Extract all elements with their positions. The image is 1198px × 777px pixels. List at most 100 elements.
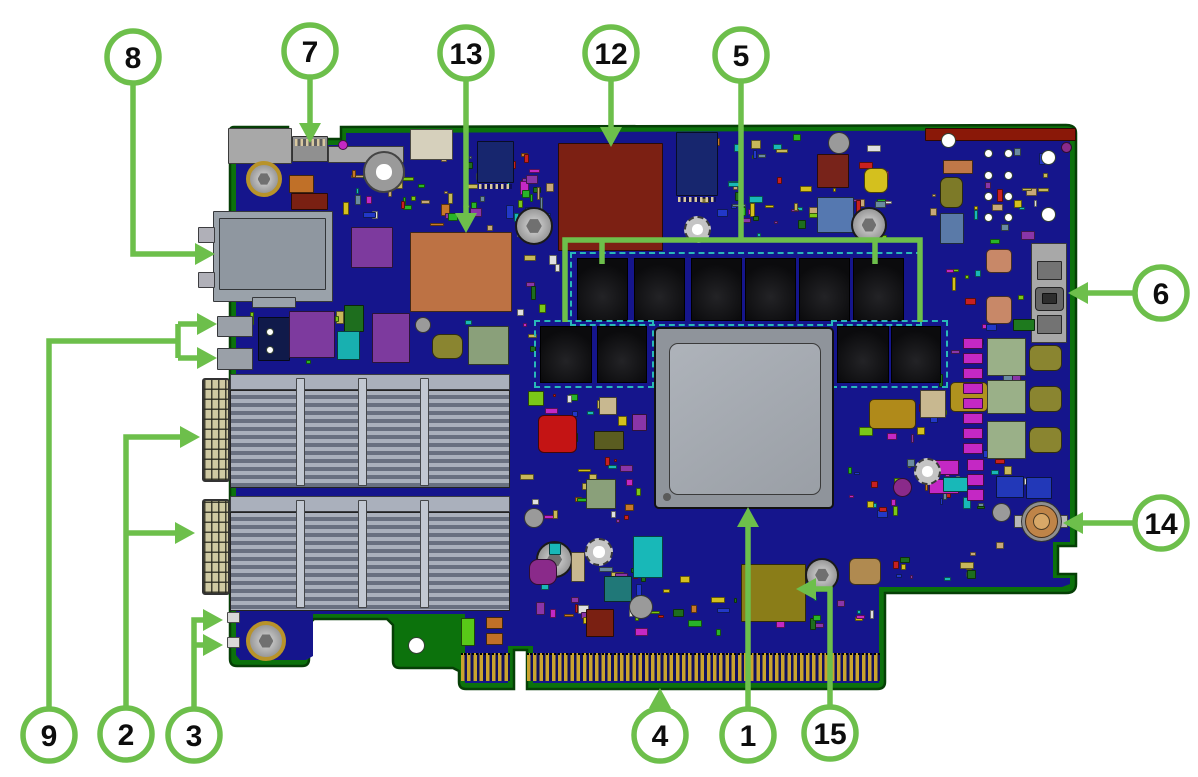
- passive-cap: [854, 472, 861, 476]
- inductor-block: [891, 326, 941, 383]
- passive-cap: [734, 597, 738, 603]
- passive-cap: [578, 468, 592, 472]
- passive-cap: [544, 407, 558, 414]
- passive-cap: [1013, 148, 1021, 157]
- passive-cap: [917, 427, 926, 436]
- callout-line: [123, 434, 186, 708]
- inductor-block: [634, 258, 685, 321]
- via-dot: [984, 149, 993, 158]
- inductor-block: [745, 258, 796, 321]
- inductor-block: [837, 326, 889, 383]
- passive-cap: [848, 466, 853, 474]
- passive-cap: [525, 282, 535, 288]
- purple-chip-e: [529, 559, 557, 585]
- screw-torx-gold-bottomleft: [246, 621, 286, 661]
- callout-arrowhead: [175, 522, 195, 544]
- callout-arrowhead: [796, 578, 816, 600]
- passive-cap: [1042, 173, 1048, 179]
- callout-bubble: [437, 24, 495, 82]
- tan-chip-c: [849, 558, 881, 585]
- passive-cap: [943, 577, 951, 582]
- jumper-block: [258, 317, 290, 361]
- gray-cap-top: [828, 132, 850, 154]
- red-strip: [925, 128, 1076, 141]
- passive-cap: [362, 212, 376, 219]
- passive-cap: [351, 170, 356, 179]
- sage-inductor: [987, 380, 1026, 414]
- battery-center: [1033, 513, 1050, 530]
- passive-cap: [688, 619, 703, 627]
- passive-cap: [563, 614, 574, 617]
- heatsink-clip: [420, 378, 429, 486]
- olive-cap: [1029, 386, 1062, 412]
- callout-line: [191, 617, 209, 709]
- passive-cap: [974, 210, 979, 221]
- pcie-fingers-long: [527, 653, 880, 681]
- teal-chip-b: [633, 536, 663, 578]
- gray-dot-b: [524, 508, 544, 528]
- purple-dot-topright: [1061, 142, 1072, 153]
- passive-cap: [335, 315, 340, 322]
- passive-cap: [990, 238, 1001, 244]
- passive-cap: [522, 190, 531, 199]
- chip-12-module: [558, 143, 663, 251]
- passive-cap: [867, 501, 875, 509]
- magenta-bar: [963, 413, 983, 424]
- passive-cap: [468, 155, 472, 159]
- callout-arrowhead: [197, 347, 217, 369]
- passive-cap: [663, 588, 671, 593]
- passive-cap: [809, 617, 816, 630]
- passive-cap: [995, 542, 1004, 550]
- passive-cap: [470, 208, 483, 218]
- passive-cap: [974, 269, 981, 277]
- passive-cap: [910, 433, 914, 443]
- passive-cap: [625, 478, 633, 486]
- callout-number: 12: [594, 38, 627, 71]
- passive-cap: [891, 498, 897, 506]
- callout-number: 14: [1144, 508, 1178, 541]
- beige-chip: [410, 129, 453, 160]
- callout-12: 12: [582, 24, 640, 147]
- qsfp-cage-1-emi: [202, 378, 230, 482]
- callout-number: 4: [652, 720, 669, 753]
- passive-cap: [774, 221, 779, 225]
- callout-bubble: [104, 28, 162, 86]
- sage-chip-b: [586, 479, 616, 509]
- passive-cap: [480, 195, 486, 202]
- led-button-2: [217, 348, 253, 370]
- orange-bottom-1: [486, 617, 503, 629]
- passive-cap: [960, 562, 975, 570]
- via-dot: [1004, 171, 1013, 180]
- screw-torx-recess: [815, 568, 829, 582]
- passive-cap: [546, 183, 555, 193]
- passive-cap: [799, 185, 812, 192]
- passive-cap: [907, 459, 916, 468]
- screw-torx-a: [515, 207, 553, 245]
- passive-cap: [976, 505, 985, 509]
- inductor-block: [853, 258, 904, 321]
- passive-cap: [757, 153, 766, 158]
- magenta-small: [967, 489, 984, 501]
- callout-line: [130, 83, 200, 257]
- passive-cap: [856, 610, 861, 615]
- passive-cap: [833, 188, 837, 193]
- passive-cap: [929, 208, 937, 217]
- callout-number: 5: [733, 40, 750, 73]
- passive-cap: [529, 193, 533, 202]
- callout-arrowhead: [197, 313, 217, 335]
- passive-cap: [536, 186, 540, 200]
- screw-torx-recess: [257, 173, 271, 185]
- passive-cap: [974, 206, 979, 211]
- passive-cap: [604, 457, 610, 467]
- orange-component: [289, 175, 314, 193]
- passive-cap: [527, 333, 537, 338]
- qsfp-heatsink-2-fins: [230, 512, 510, 611]
- passive-cap: [716, 208, 728, 217]
- passive-cap: [757, 232, 762, 237]
- purple-dot-b: [893, 478, 912, 497]
- callout-4: 4: [631, 688, 689, 764]
- passive-cap: [523, 322, 528, 327]
- callout-6: 6: [1068, 264, 1190, 322]
- passive-cap: [401, 200, 406, 209]
- passive-cap: [618, 416, 628, 427]
